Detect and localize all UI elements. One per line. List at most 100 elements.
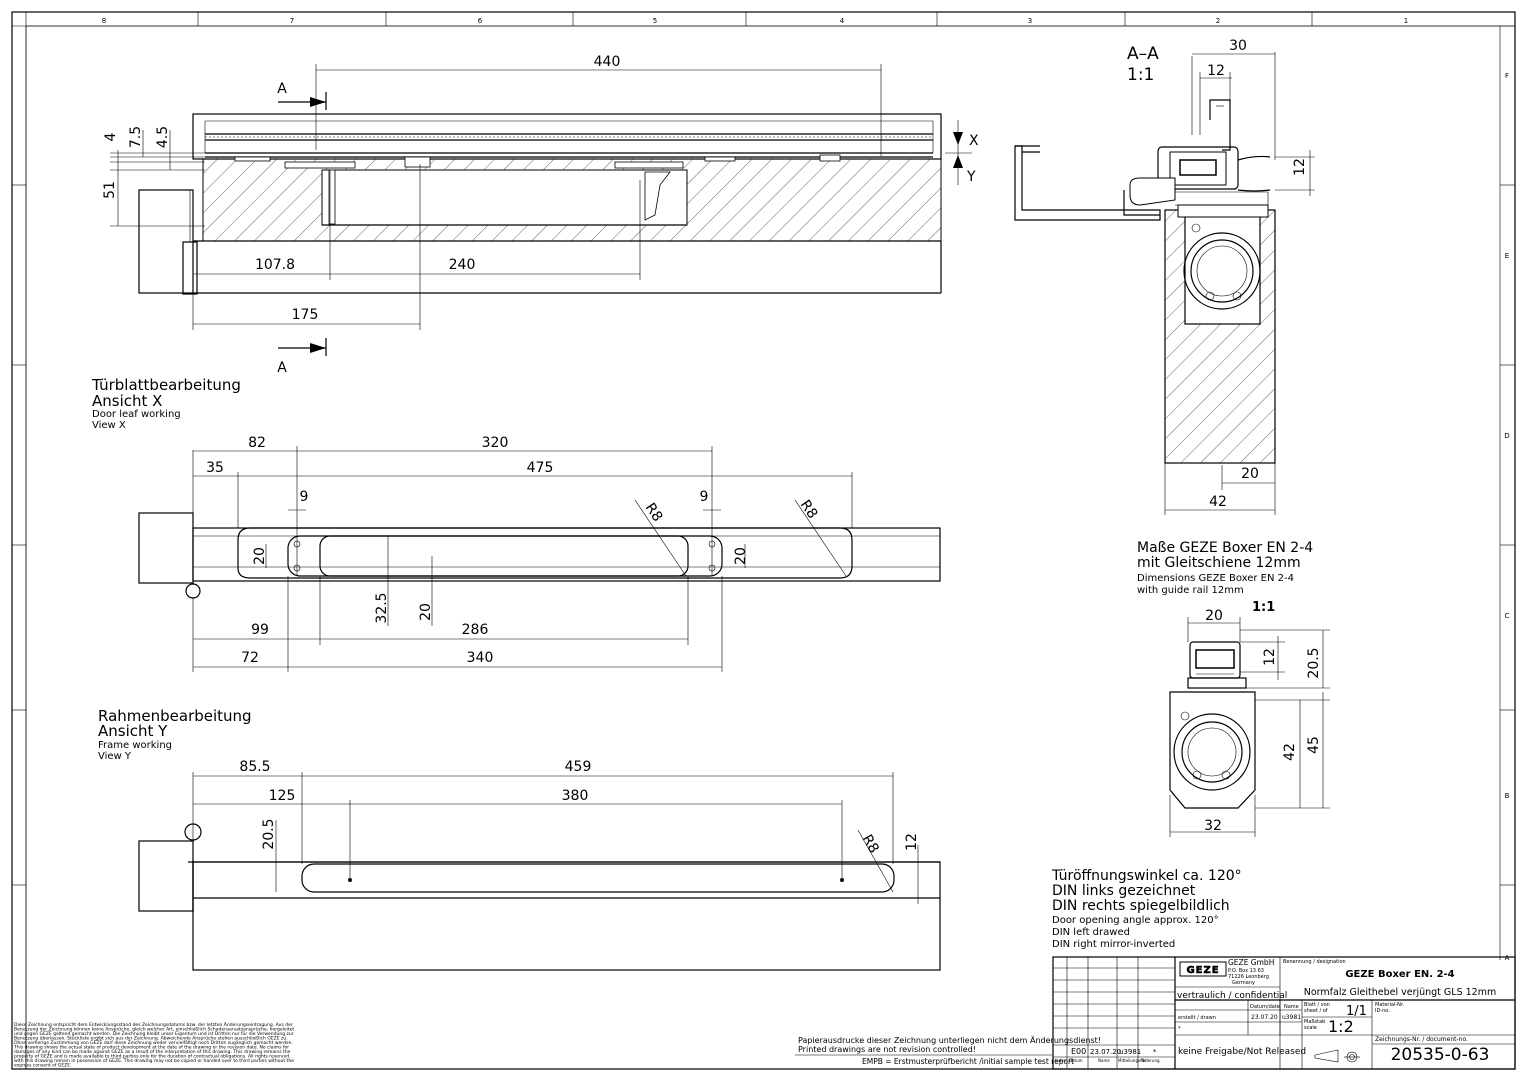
dimensions-note: Maße GEZE Boxer EN 2-4 mit Gleitschiene …: [1137, 540, 1313, 596]
rev-header: Name: [1098, 1058, 1110, 1063]
rev-header: Anderung: [1140, 1058, 1160, 1063]
dim-380: 380: [562, 788, 589, 804]
rev-note-2: *: [1178, 1026, 1181, 1032]
company-addr-3: Germany: [1232, 980, 1255, 986]
opening-note-2: DIN links gezeichnet: [1052, 883, 1196, 899]
zone-label: 8: [102, 17, 106, 25]
dim-51: 51: [102, 181, 118, 199]
frame-working: Rahmenbearbeitung Ansicht Y Frame workin…: [98, 707, 941, 971]
opening-note: Türöffnungswinkel ca. 120° DIN links gez…: [1051, 868, 1242, 950]
sheet-label-2: sheet / of: [1304, 1008, 1328, 1014]
company-name: GEZE GmbH: [1228, 958, 1274, 967]
dim-20: 20: [1241, 466, 1259, 482]
zone-label: F: [1505, 72, 1509, 80]
dim-475: 475: [527, 460, 554, 476]
dim-r8-b: R8: [797, 497, 821, 521]
date-label: Datum/date: [1250, 1004, 1280, 1010]
dim-20-left: 20: [252, 547, 268, 565]
dim-4: 4: [103, 132, 119, 141]
dim-125: 125: [269, 788, 296, 804]
zone-label: 2: [1216, 17, 1220, 25]
dim-286: 286: [462, 622, 489, 638]
created-label: erstellt / drawn: [1178, 1015, 1216, 1021]
zone-label: 3: [1028, 17, 1032, 25]
dim-99: 99: [251, 622, 269, 638]
legal-line: with this drawing remain in possession o…: [14, 1058, 294, 1064]
detail-dim-45: 45: [1306, 736, 1322, 754]
detail-dim-20-5: 20.5: [1306, 647, 1322, 678]
title-block: E00 23.07.20 u3981 * Index Datum Name Mi…: [1052, 956, 1516, 1070]
legal-text: Diese Zeichnung entspricht dem Entwicklu…: [13, 1021, 294, 1069]
legal-line: This drawing shows the actual state of p…: [13, 1045, 289, 1051]
note-en-1: Dimensions GEZE Boxer EN 2-4: [1137, 573, 1294, 584]
zone-label: 1: [1404, 17, 1408, 25]
rev-date: 23.07.20: [1090, 1048, 1121, 1056]
detail-dim-32: 32: [1204, 818, 1222, 834]
dim-9-right: 9: [700, 489, 709, 505]
disclaimer: Papierausdrucke dieser Zeichnung unterli…: [795, 1035, 1101, 1066]
dim-20-right: 20: [733, 547, 749, 565]
geze-logo: GEZE: [1186, 965, 1219, 976]
dim-175: 175: [292, 307, 319, 323]
sheet-label-1: Blatt / von: [1304, 1002, 1330, 1008]
zone-label: 4: [840, 17, 845, 25]
note-en-2: with guide rail 12mm: [1137, 585, 1244, 596]
designation-1: GEZE Boxer EN. 2-4: [1345, 969, 1454, 980]
dim-320: 320: [482, 435, 509, 451]
drawing-frame: [11, 11, 1516, 1070]
section-scale: 1:1: [1127, 65, 1154, 85]
created-date: 23.07.20: [1251, 1014, 1278, 1021]
dim-107-8: 107.8: [255, 257, 295, 273]
zone-label: D: [1504, 432, 1509, 440]
legal-line: Ohne vorherige Zustimmung von GEZE darf …: [14, 1040, 293, 1046]
dim-9-left: 9: [300, 489, 309, 505]
dim-r8: R8: [859, 832, 882, 856]
zone-label: 5: [653, 17, 657, 25]
section-mark-a-bottom: A: [277, 360, 287, 376]
section-mark-a-top: A: [277, 81, 287, 97]
dim-20-center: 20: [418, 603, 434, 621]
company-addr-1: P.O. Box 13 63: [1228, 968, 1264, 974]
dim-459: 459: [565, 759, 592, 775]
opening-note-1: Türöffnungswinkel ca. 120°: [1051, 868, 1242, 884]
rev-index: E00: [1071, 1047, 1086, 1056]
disclaimer-1: Papierausdrucke dieser Zeichnung unterli…: [798, 1035, 1101, 1045]
dim-r8-a: R8: [642, 500, 666, 524]
legal-line: Benutzung überlassen. Stückliste ergibt …: [14, 1036, 288, 1042]
dim-30: 30: [1229, 38, 1247, 54]
section-title: A–A: [1127, 44, 1159, 64]
note-de-2: mit Gleitschiene 12mm: [1137, 555, 1301, 571]
dim-12-side: 12: [1292, 158, 1308, 176]
dim-32-5: 32.5: [374, 592, 390, 623]
scale-label-1: Maßstab: [1304, 1019, 1325, 1025]
opening-note-4: Door opening angle approx. 120°: [1052, 915, 1219, 926]
dim-72: 72: [241, 650, 259, 666]
frame-title-en: Frame working: [98, 740, 172, 751]
zone-label: B: [1505, 792, 1510, 800]
legal-line: property of GEZE and is made available t…: [14, 1054, 291, 1060]
opening-note-3: DIN rechts spiegelbildlich: [1052, 898, 1230, 914]
legal-line: Benutzung der Zeichnung können keine Ans…: [14, 1027, 294, 1033]
dim-42: 42: [1209, 494, 1227, 510]
door-leaf-working: Türblattbearbeitung Ansicht X Door leaf …: [91, 376, 941, 672]
detail-view: 1:1 20 12 20.5 42 45 32: [1169, 600, 1330, 837]
closer-pocket: [321, 169, 688, 226]
zone-label: 6: [478, 17, 483, 25]
legal-line: express consent of GEZE.: [14, 1063, 72, 1069]
rev-name: u3981: [1119, 1048, 1141, 1056]
door-leaf-title-de: Türblattbearbeitung: [91, 376, 241, 394]
scale-label-2: scale: [1304, 1025, 1317, 1031]
frame-view-de: Ansicht Y: [98, 722, 168, 740]
dim-82: 82: [248, 435, 266, 451]
scale-value: 1:2: [1328, 1017, 1354, 1036]
designation-2: Normfalz Gleithebel verjüngt GLS 12mm: [1304, 987, 1496, 998]
dim-35: 35: [206, 460, 224, 476]
detail-dim-42: 42: [1282, 743, 1298, 761]
release-status: keine Freigabe/Not Released: [1178, 1047, 1306, 1057]
zone-labels-top: 8 7 6 5 4 3 2 1: [102, 17, 1408, 25]
legal-line: und gegen GEZE geltend gemacht werden. D…: [14, 1031, 294, 1037]
zone-label: A: [1505, 954, 1510, 962]
legal-line: Diese Zeichnung entspricht dem Entwicklu…: [14, 1021, 293, 1028]
confidential: vertraulich / confidential: [1177, 991, 1287, 1001]
zone-label: C: [1505, 612, 1510, 620]
